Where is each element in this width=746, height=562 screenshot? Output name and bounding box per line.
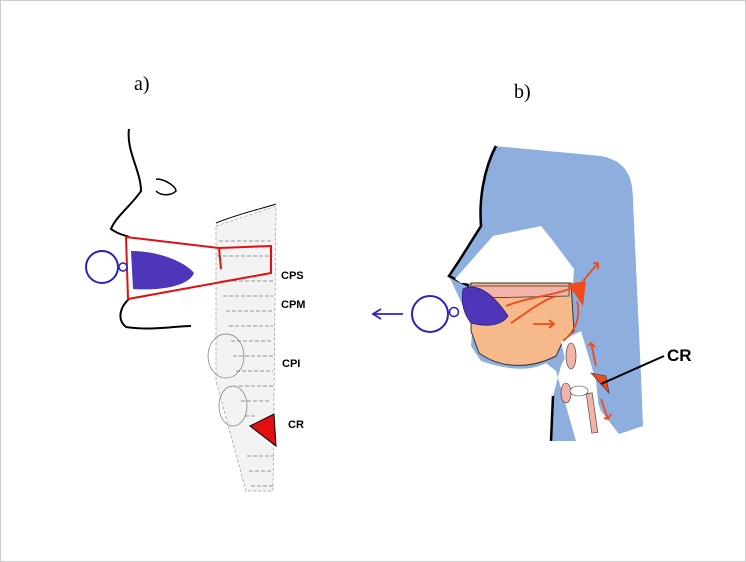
nasal-cavity <box>455 226 574 286</box>
cr-triangle <box>249 413 277 448</box>
head-top <box>215 203 277 224</box>
lip-blob <box>131 251 194 290</box>
arrow-head <box>371 308 382 320</box>
panel-a-label: a) <box>134 73 150 95</box>
cr-leader-line <box>600 355 665 385</box>
airflow-arrows <box>505 262 612 421</box>
cricoid <box>569 385 589 397</box>
panel-b-label: b) <box>514 81 531 103</box>
larynx <box>560 382 572 404</box>
neck-hatching <box>207 205 277 492</box>
microphone-circle <box>411 295 449 333</box>
microphone-circle <box>85 250 119 284</box>
trachea <box>585 392 599 434</box>
microphone-connector <box>448 306 460 318</box>
panel-b-drawing <box>371 145 665 442</box>
lip-blob <box>461 286 509 326</box>
label-cps: CPS <box>281 270 304 282</box>
label-cr-a: CR <box>288 419 304 431</box>
epiglottis <box>565 342 577 370</box>
microphone-connector <box>118 262 128 272</box>
cr-muscle <box>590 372 610 394</box>
label-cpi: CPI <box>282 358 301 370</box>
panel-a-drawing <box>85 128 277 492</box>
label-cpm: CPM <box>281 299 306 311</box>
vocal-tract-band <box>124 235 272 301</box>
eye <box>155 178 177 196</box>
face-profile <box>109 128 192 330</box>
face-outline <box>447 145 555 442</box>
label-cr-b: CR <box>667 346 692 365</box>
